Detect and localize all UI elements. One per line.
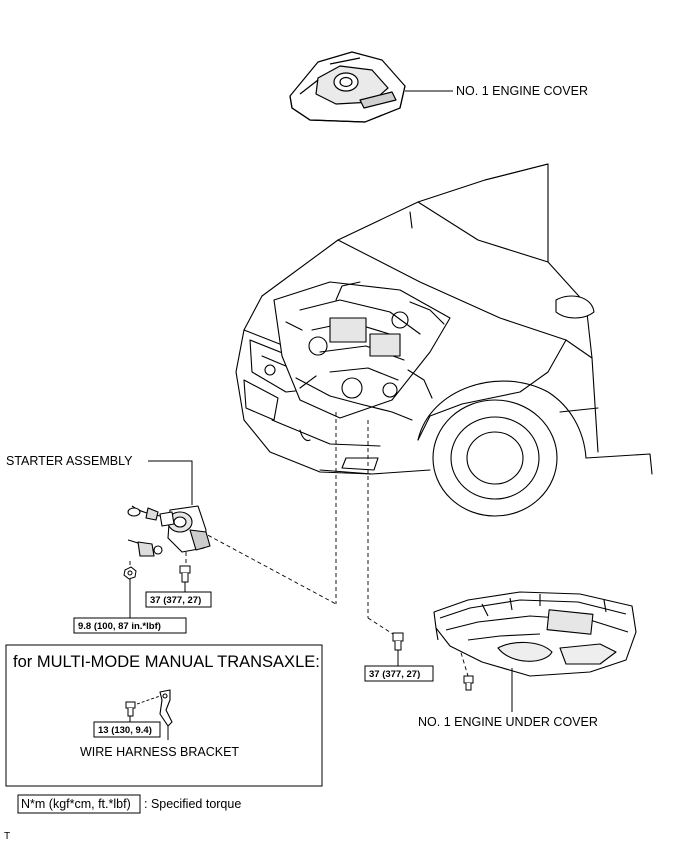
engine-under-cover-illustration (433, 591, 637, 677)
engine-under-cover-label: NO. 1 ENGINE UNDER COVER (418, 715, 598, 729)
torque-box-starter-lower (364, 665, 434, 682)
torque-box-starter-upper (145, 591, 212, 608)
torque-box-bracket (93, 721, 161, 738)
starter-assembly-illustration (127, 505, 211, 557)
wire-harness-bracket-label: WIRE HARNESS BRACKET (80, 745, 239, 759)
inset-title: for MULTI-MODE MANUAL TRANSAXLE: (13, 653, 320, 671)
under-cover-bolt-icon (463, 675, 474, 691)
torque-value-bracket: 13 (130, 9.4) (98, 725, 152, 736)
torque-value-starter-lower: 37 (377, 27) (369, 669, 420, 680)
torque-value-starter-nut: 9.8 (100, 87 in.*lbf) (78, 621, 161, 632)
wire-harness-bracket-illustration (159, 689, 173, 727)
legend-unit-text: N*m (kgf*cm, ft.*lbf) (21, 797, 131, 811)
multi-mode-inset: for MULTI-MODE MANUAL TRANSAXLE: 13 (130… (5, 644, 323, 787)
starter-assembly-label: STARTER ASSEMBLY (6, 454, 133, 468)
starter-nut-icon (123, 566, 137, 580)
torque-box-starter-nut (73, 617, 187, 634)
corner-mark: T (4, 831, 10, 842)
vehicle-illustration (235, 163, 653, 517)
engine-cover-illustration (289, 51, 406, 123)
legend-unit-box (17, 794, 141, 814)
legend-description: : Specified torque (144, 797, 241, 811)
starter-lower-bolt-icon (392, 632, 404, 651)
torque-value-starter-upper: 37 (377, 27) (150, 595, 201, 606)
starter-upper-bolt-icon (179, 565, 191, 583)
starter-assembly-leader (148, 460, 193, 505)
engine-cover-label: NO. 1 ENGINE COVER (456, 84, 588, 98)
